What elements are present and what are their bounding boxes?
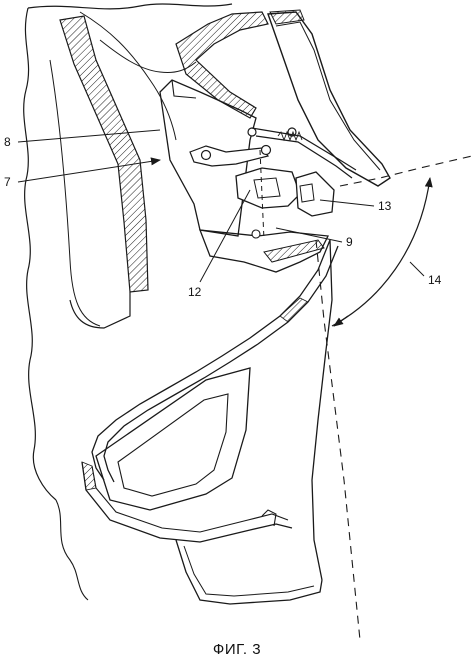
rounded-corner-bottom-left	[69, 292, 131, 329]
rotation-arc-14	[331, 177, 433, 327]
leader-7	[17, 157, 161, 183]
linkage-rod-upper	[251, 127, 357, 171]
mechanism-frame	[159, 79, 257, 237]
bottom-sill-outer	[81, 461, 293, 543]
hatched-bracket-strip	[263, 239, 325, 263]
door-outer-right	[311, 239, 333, 581]
leader-12	[199, 189, 251, 283]
mechanism-wall	[171, 79, 197, 99]
inner-body-line	[79, 11, 177, 141]
break-line-left	[23, 7, 57, 501]
figure-caption: ФИГ. 3	[212, 641, 262, 658]
label-14: 14	[428, 273, 442, 287]
pivot-lever-2	[260, 144, 272, 156]
bottom-tray-inner	[183, 545, 315, 597]
pivot-lower	[251, 229, 261, 239]
label-9: 9	[346, 235, 353, 249]
latch-cam	[235, 167, 301, 209]
break-line-top	[27, 3, 233, 10]
spring-coils	[277, 130, 303, 142]
leader-13	[319, 199, 375, 207]
door-inner-shell	[91, 239, 331, 481]
leader-8	[17, 129, 161, 143]
label-8: 8	[4, 135, 11, 149]
rotation-arc-14-start	[333, 315, 349, 327]
hatched-shell-segment	[279, 297, 309, 323]
label-12: 12	[188, 285, 202, 299]
dashed-open-line	[339, 155, 473, 187]
bottom-tray	[175, 539, 323, 605]
sill-hook	[261, 509, 277, 527]
bolt-element	[295, 171, 335, 217]
inner-wall-left	[49, 59, 101, 327]
leader-9	[275, 227, 343, 243]
linkage-rod-upper-2	[255, 135, 353, 179]
bolt-teeth	[299, 183, 315, 203]
hatched-handle-strip	[269, 9, 305, 25]
label-13: 13	[378, 199, 392, 213]
dashed-axis-cam	[259, 149, 265, 241]
lower-cavity-inner	[117, 393, 229, 497]
label-7: 7	[4, 175, 11, 189]
lower-cavity-outer	[95, 367, 251, 511]
handle-cover-inner	[275, 21, 381, 171]
break-line-bottom-left	[55, 499, 89, 601]
bottom-sill-inner	[91, 465, 289, 533]
leader-14	[409, 261, 425, 277]
pivot-upper	[247, 127, 257, 137]
latch-cam-slot	[253, 177, 281, 199]
pivot-lever-1	[200, 149, 212, 161]
hatched-body-panel	[59, 15, 149, 293]
hatched-sill	[81, 461, 97, 491]
dashed-hinge-axis	[315, 239, 361, 641]
lower-bracket	[199, 229, 330, 273]
lever-arm	[189, 145, 270, 167]
handle-cover	[267, 11, 391, 187]
